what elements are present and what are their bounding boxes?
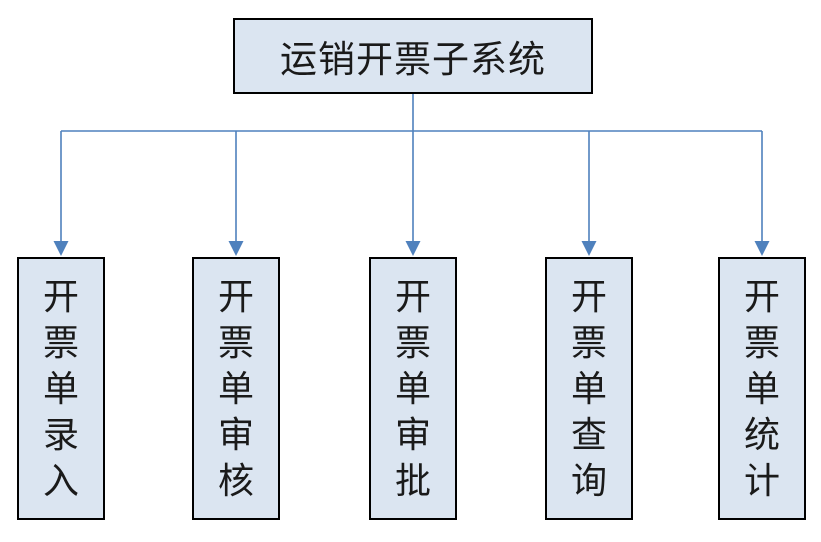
node-label: 开票单审核 xyxy=(217,276,254,501)
node-invoice-review: 开票单审核 xyxy=(192,257,280,520)
node-root-subsystem: 运销开票子系统 xyxy=(233,18,593,94)
node-label: 开票单统计 xyxy=(743,276,780,501)
node-label: 开票单审批 xyxy=(394,276,431,501)
node-label: 开票单录入 xyxy=(42,276,79,501)
node-label: 运销开票子系统 xyxy=(280,40,546,81)
node-invoice-entry: 开票单录入 xyxy=(17,257,105,520)
down-arrowhead-icon xyxy=(405,241,421,256)
node-invoice-query: 开票单查询 xyxy=(545,257,633,520)
node-invoice-statistics: 开票单统计 xyxy=(718,257,806,520)
down-arrowhead-icon xyxy=(228,241,244,256)
down-arrowhead-icon xyxy=(53,241,69,256)
node-invoice-approval: 开票单审批 xyxy=(369,257,457,520)
node-label: 开票单查询 xyxy=(570,276,607,501)
down-arrowhead-icon xyxy=(754,241,770,256)
down-arrowhead-icon xyxy=(581,241,597,256)
